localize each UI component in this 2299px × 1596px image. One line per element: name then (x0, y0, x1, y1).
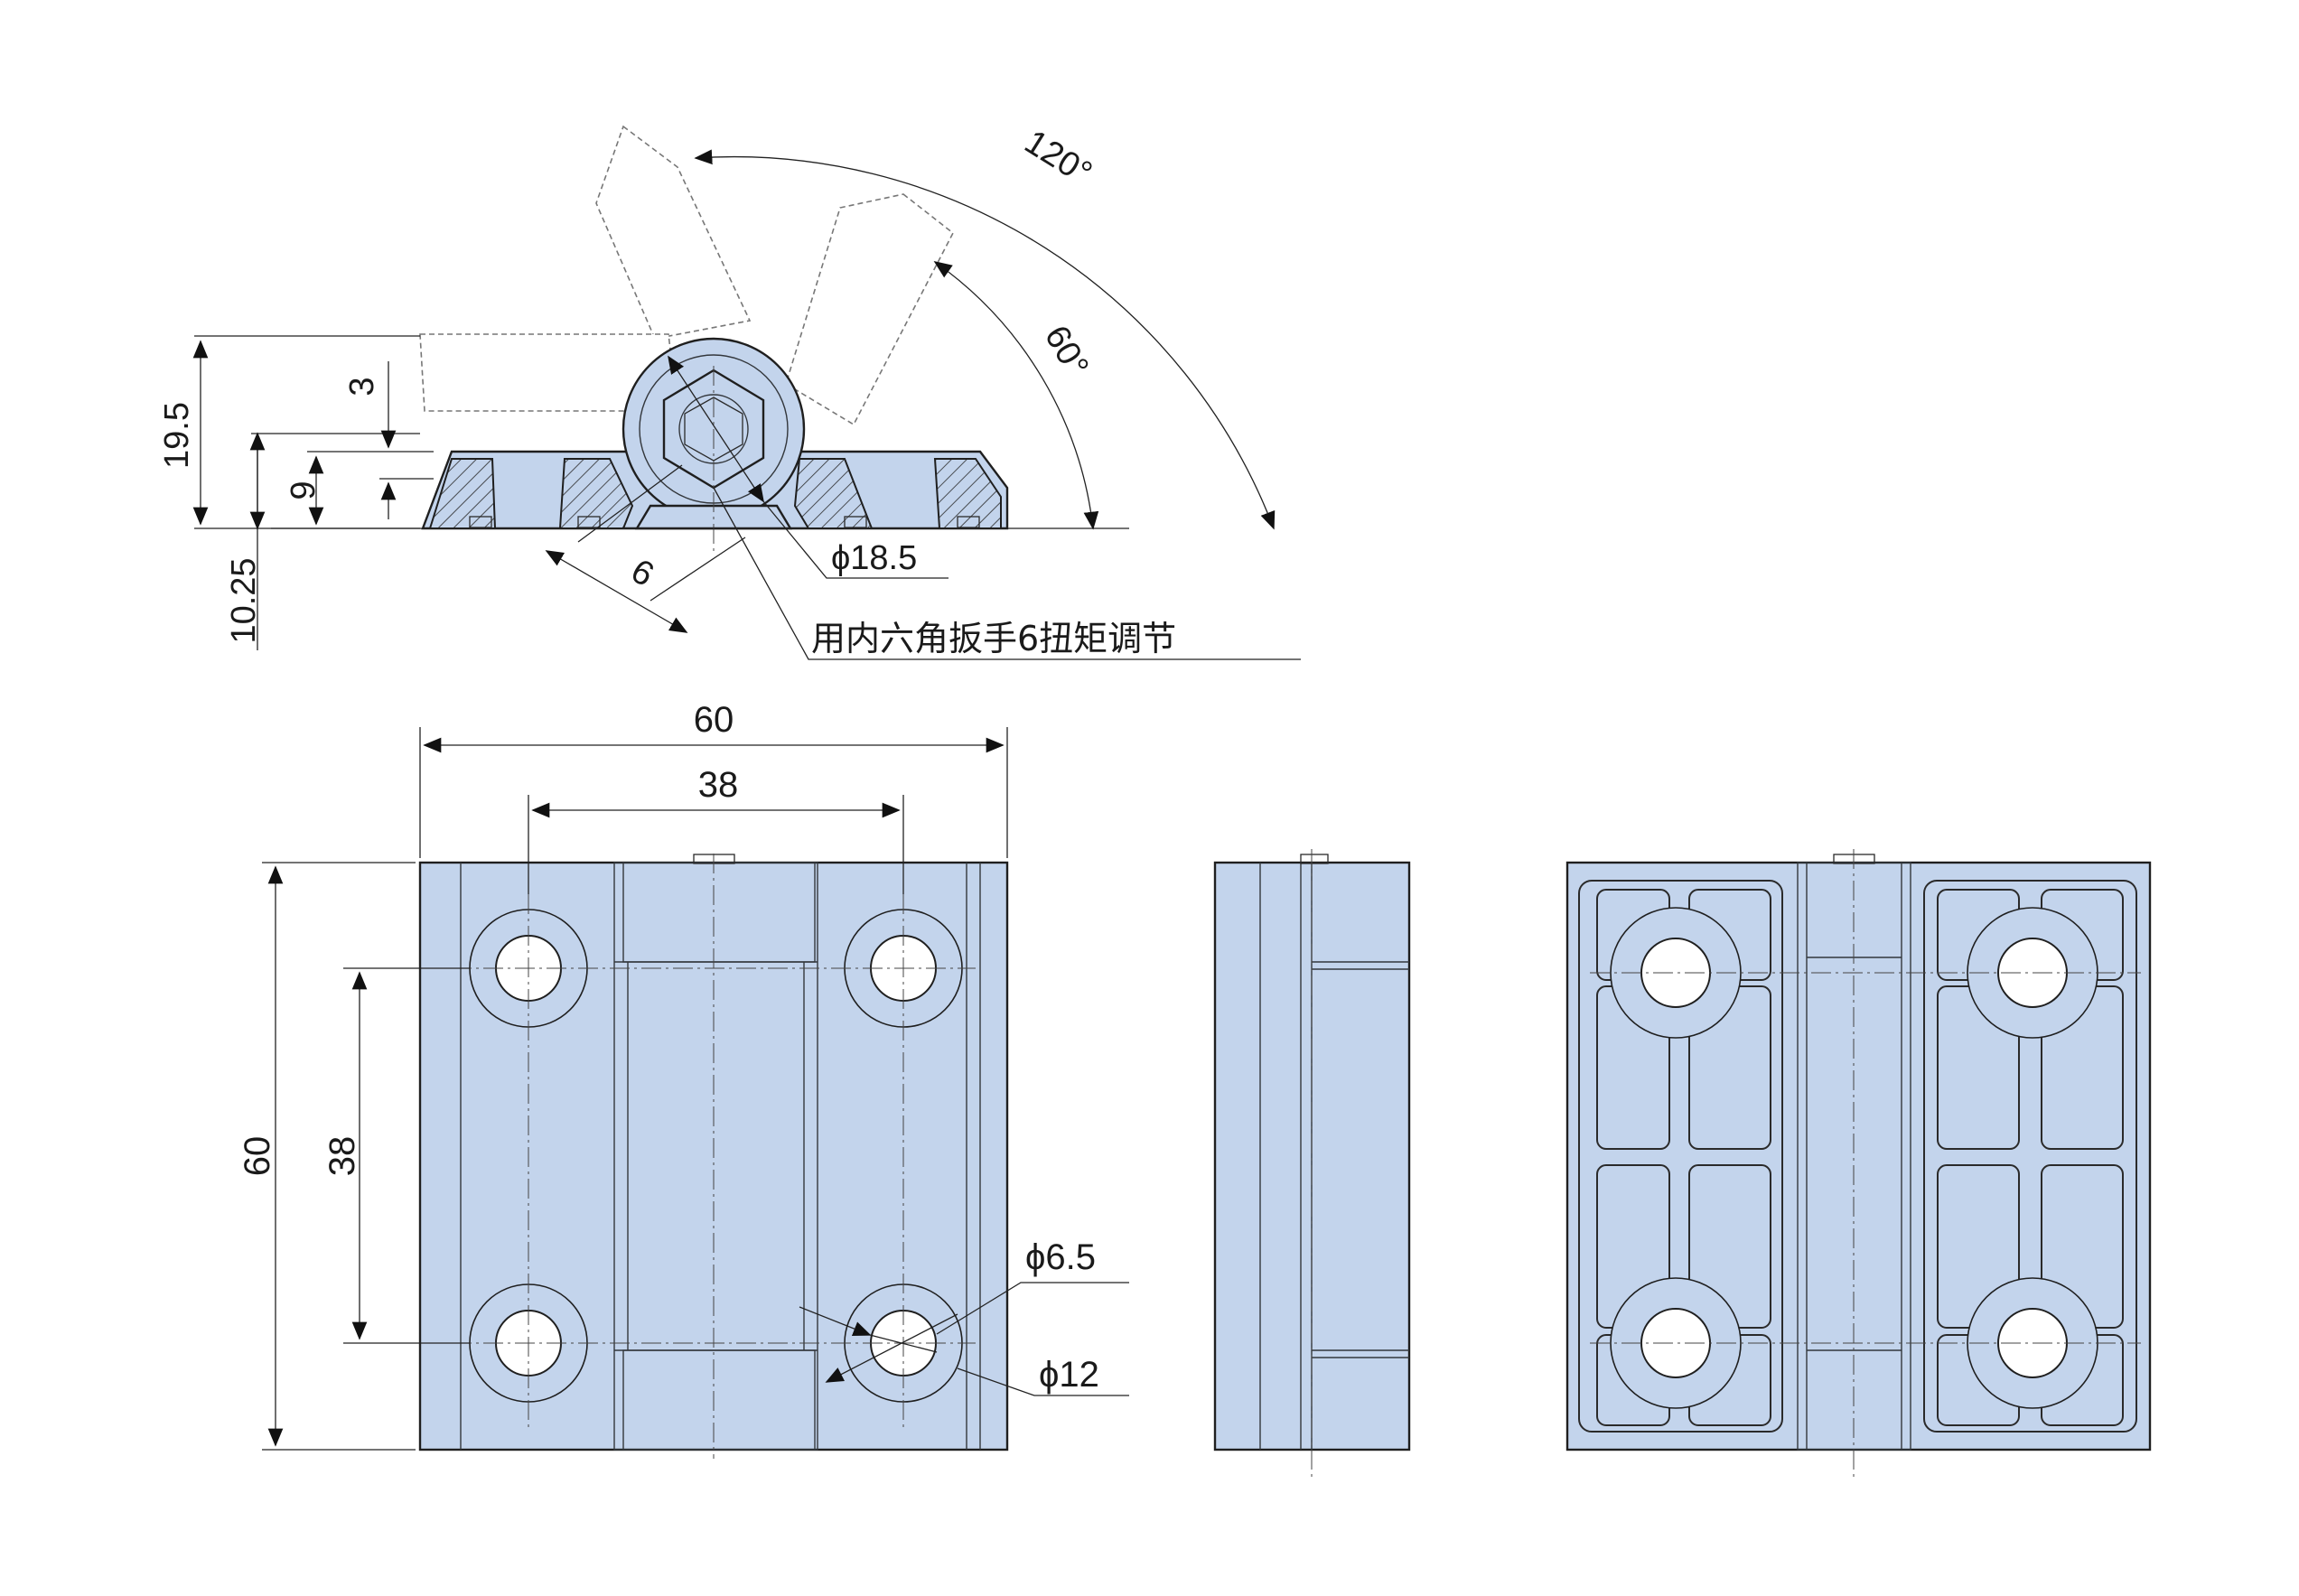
section-hatch-mid-left (558, 458, 634, 529)
hex-ext-line (650, 537, 746, 602)
hex-6-dim (545, 550, 688, 633)
angle-60-label: 60° (1037, 320, 1096, 384)
height-19-5-label: 19.5 (158, 402, 196, 469)
pin-cap (1300, 854, 1329, 864)
counterbore-leader (957, 1367, 1129, 1396)
counterbore-arrow (825, 1313, 958, 1383)
hex-ext-line (577, 464, 683, 543)
knuckle-diameter-label: ϕ18.5 (831, 539, 917, 577)
knuckle-diameter-dim (668, 355, 764, 503)
front-view: 60 38 60 38 ϕ6.5 ϕ12 (238, 700, 1129, 1459)
height-60-label: 60 (238, 1136, 277, 1177)
lever-3-label: 3 (343, 377, 381, 396)
hole-spacing-x-label: 38 (698, 765, 739, 805)
pivot-height-label: 10.25 (225, 557, 263, 643)
rear-view (1565, 849, 2152, 1481)
side-section-view: 120° 60° 19.5 10.25 9 3 6 ϕ18.5 用内六角扳手6扭… (158, 123, 1301, 660)
ghost-leaf-60 (785, 193, 955, 426)
hex-6-label: 6 (624, 552, 659, 594)
angle-60-arc (933, 261, 1099, 530)
angle-120-label: 120° (1018, 123, 1098, 192)
hole-diameter-line (869, 1334, 938, 1353)
knuckle-diameter-leader (762, 500, 949, 579)
note-leader (713, 487, 1301, 660)
base-slot (469, 516, 492, 528)
hole-diameter-arrow (799, 1306, 872, 1336)
width-60-label: 60 (694, 700, 734, 740)
adjustment-note: 用内六角扳手6扭矩调节 (811, 619, 1176, 658)
ghost-leaf-120 (595, 125, 752, 340)
angle-120-arc (694, 149, 1276, 530)
base-9-label: 9 (285, 481, 322, 499)
hole-spacing-y-label: 38 (322, 1136, 362, 1177)
side-view (1213, 849, 1411, 1481)
hole-diameter-label: ϕ6.5 (1025, 1237, 1096, 1277)
base-slot (577, 516, 601, 528)
counterbore-label: ϕ12 (1039, 1355, 1099, 1395)
hole-diameter-leader (936, 1282, 1129, 1335)
